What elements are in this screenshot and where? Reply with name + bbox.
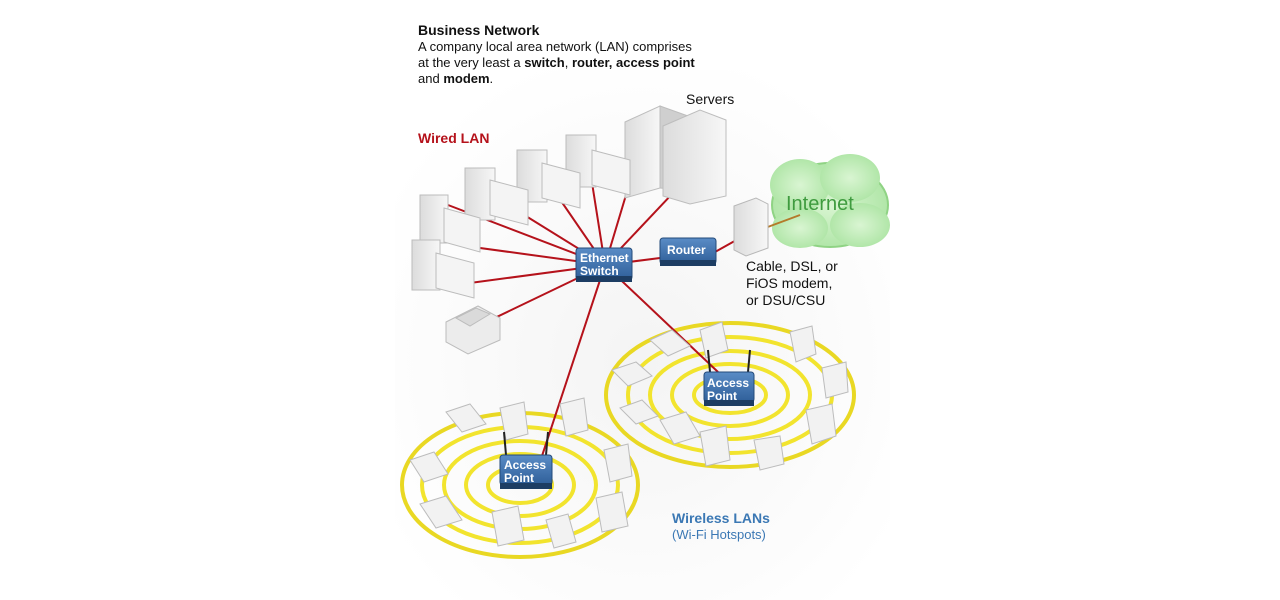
access-point-1-box <box>703 349 755 406</box>
modem-label: Cable, DSL, or FiOS modem, or DSU/CSU <box>746 258 886 309</box>
ap2-label-line1: Access <box>504 458 547 472</box>
diagram-title: Business Network <box>418 22 540 38</box>
access-point-2-label: Access Point <box>504 459 546 485</box>
description-line2-pre: at the very least a <box>418 55 525 70</box>
modem-device <box>733 197 769 257</box>
wifi-hotspots-label: (Wi-Fi Hotspots) <box>672 527 766 542</box>
wired-lan-label: Wired LAN <box>418 130 490 146</box>
access-point-2-box <box>499 431 553 489</box>
description-bold-switch: switch <box>524 55 565 70</box>
server-towers <box>624 105 727 205</box>
switch-label-line2: Switch <box>580 264 619 278</box>
ap1-label-line2: Point <box>707 389 737 403</box>
diagram-description: A company local area network (LAN) compr… <box>418 39 738 87</box>
switch-label-line1: Ethernet <box>580 251 629 265</box>
ap1-label-line1: Access <box>707 376 750 390</box>
description-bold-router-ap: router, access point <box>571 55 695 70</box>
ap2-label-line2: Point <box>504 471 534 485</box>
servers-label: Servers <box>686 91 735 107</box>
router-label: Router <box>667 243 706 257</box>
router-box <box>659 237 717 266</box>
ethernet-switch-box <box>575 247 633 282</box>
modem-label-line3: or DSU/CSU <box>746 292 826 308</box>
description-line3-pre: and <box>418 71 444 86</box>
laptops-ap1 <box>611 321 849 471</box>
description-end: . <box>489 71 494 86</box>
description-line1: A company local area network (LAN) compr… <box>418 39 692 54</box>
wireless-lans-label: Wireless LANs <box>672 510 770 526</box>
description-bold-modem: modem <box>443 71 490 86</box>
modem-label-line2: FiOS modem, <box>746 275 833 291</box>
modem-label-line1: Cable, DSL, or <box>746 258 838 274</box>
internet-cloud <box>770 154 890 248</box>
access-point-1-label: Access Point <box>707 377 749 403</box>
ethernet-switch-label: Ethernet Switch <box>580 252 629 278</box>
internet-label: Internet <box>786 193 854 215</box>
description-sep: , <box>564 55 572 70</box>
desktop-computers <box>411 134 631 355</box>
laptops-ap2 <box>409 397 633 549</box>
